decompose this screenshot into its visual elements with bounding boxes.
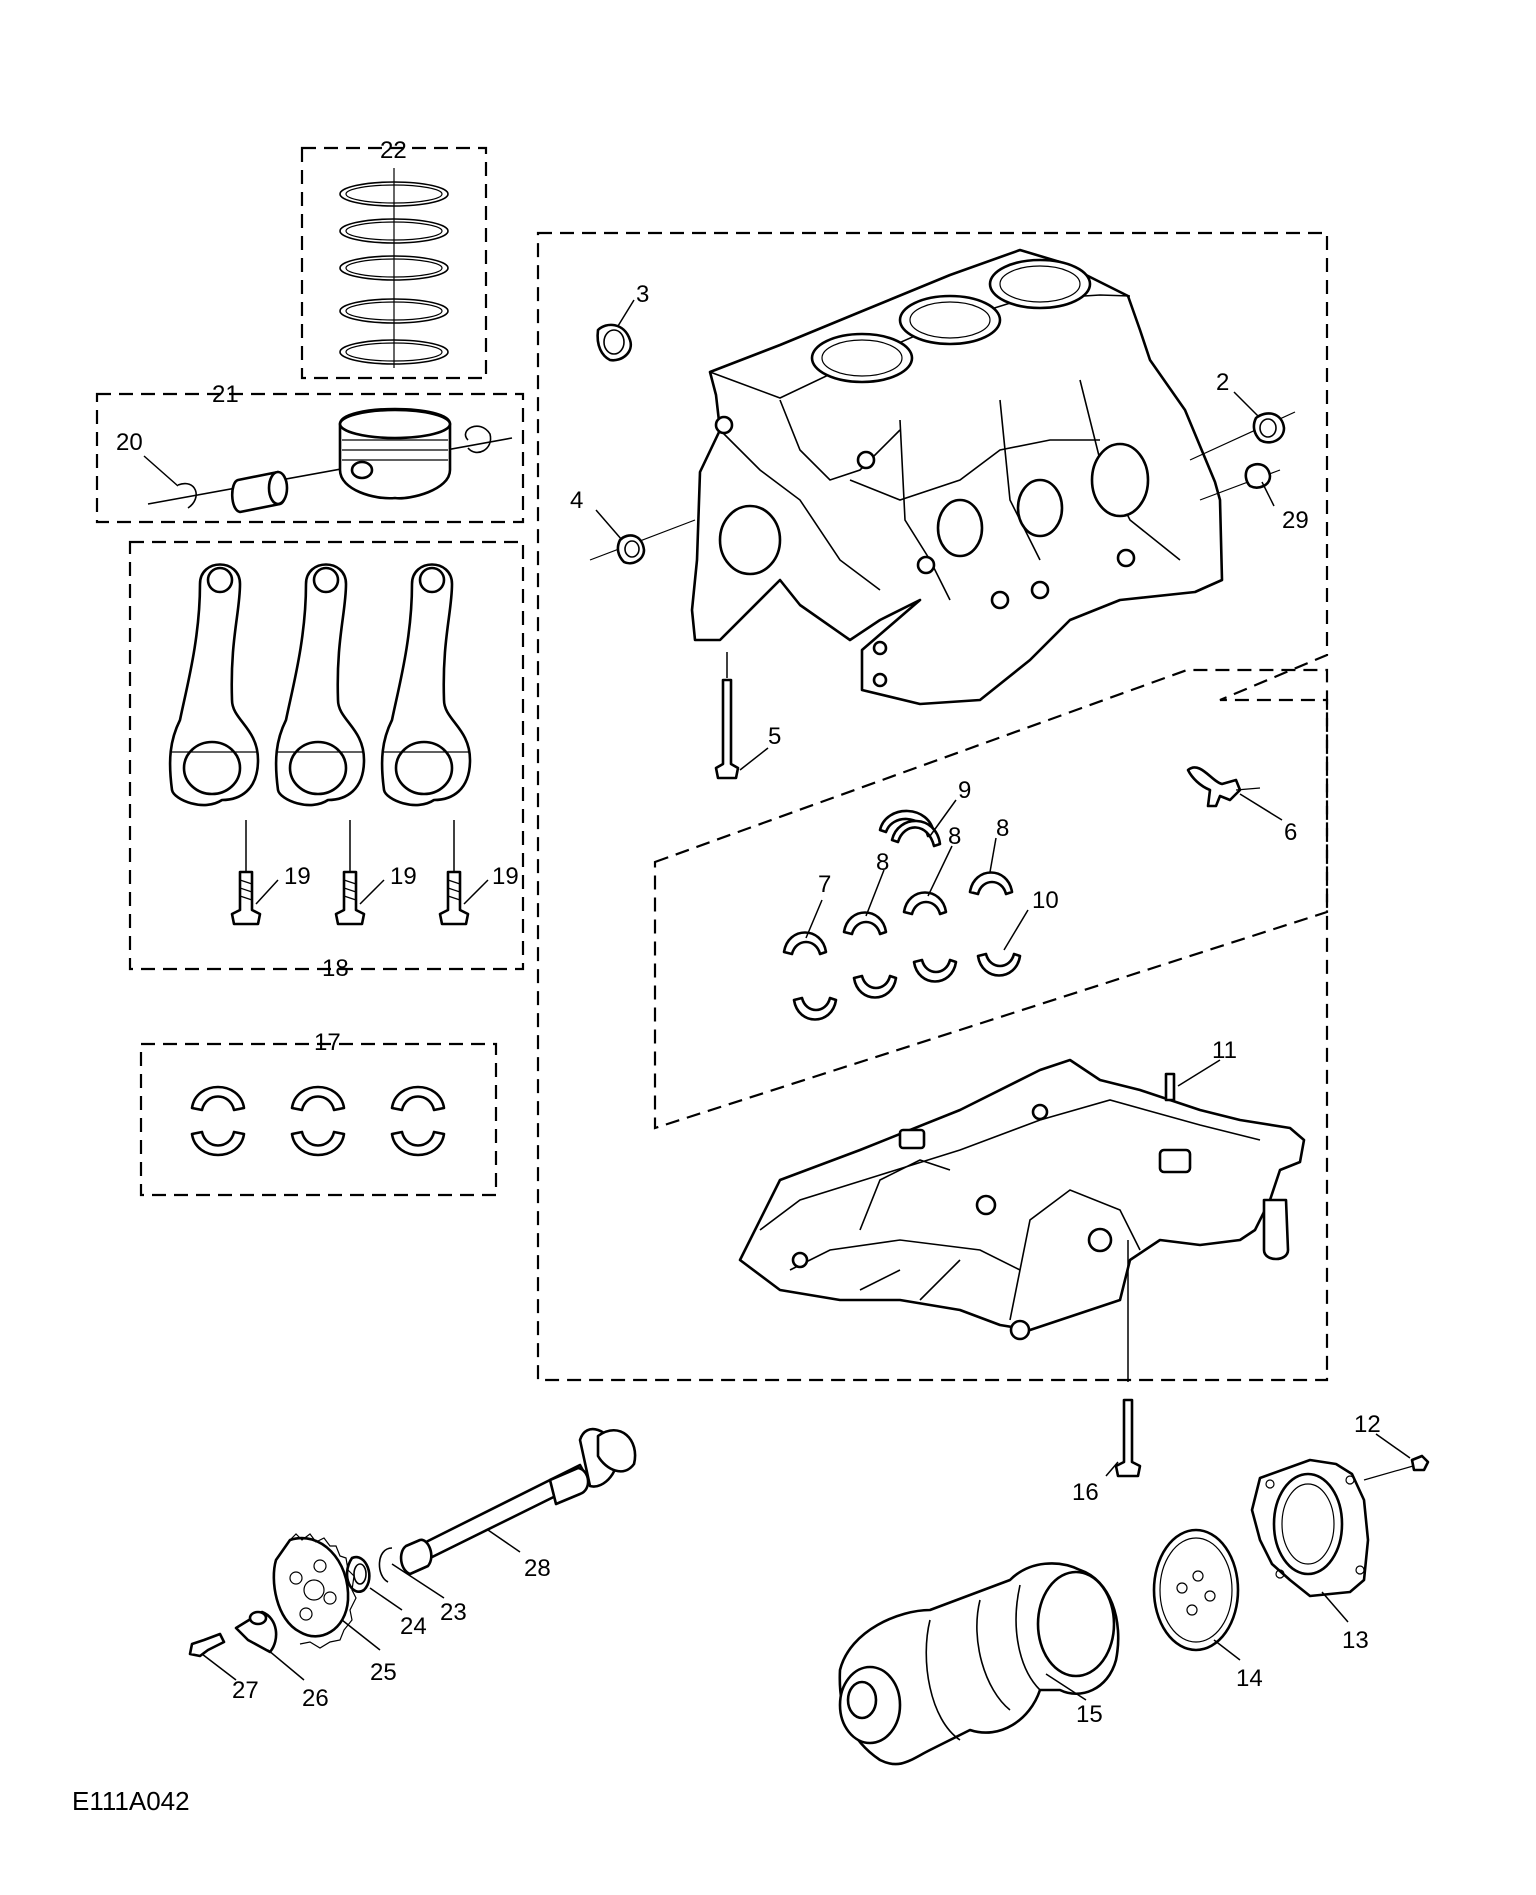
- callout-24: 24: [400, 1613, 427, 1640]
- piston-clip-left: [177, 482, 197, 509]
- rod-bearing-shells: [190, 1085, 446, 1157]
- crankshaft: [838, 1562, 1120, 1766]
- bolt-27: [188, 1632, 226, 1658]
- connecting-rod-1: [168, 563, 262, 926]
- gear-25: [272, 1536, 350, 1638]
- callout-11: 11: [1212, 1037, 1237, 1064]
- callout-19c: 19: [492, 863, 519, 890]
- callout-13: 13: [1342, 1627, 1369, 1654]
- main-bearings: [782, 809, 1022, 1021]
- figure-id: E111A042: [72, 1786, 190, 1816]
- callout-19b: 19: [390, 863, 417, 890]
- screw-12: [1410, 1454, 1430, 1472]
- bolt-5: [714, 678, 740, 780]
- callout-8c: 8: [996, 815, 1009, 842]
- callout-23: 23: [440, 1599, 467, 1626]
- callout-3: 3: [636, 281, 649, 308]
- callout-20: 20: [116, 429, 143, 456]
- callout-8a: 8: [876, 849, 889, 876]
- rod-bearings-group-box: [139, 1042, 498, 1197]
- callout-2: 2: [1216, 369, 1229, 396]
- connecting-rod-2: [274, 563, 366, 926]
- main-bearings-group-box: [653, 668, 1329, 1130]
- callout-8b: 8: [948, 823, 961, 850]
- callout-12: 12: [1354, 1411, 1381, 1438]
- callout-19a: 19: [284, 863, 311, 890]
- bolt-16: [1114, 1398, 1142, 1478]
- block-fittings: [589, 323, 1296, 808]
- leader-lines: [143, 299, 1411, 1701]
- piston-clip-right: [464, 425, 492, 454]
- oil-jet-6: [1186, 766, 1242, 808]
- callout-29: 29: [1282, 507, 1309, 534]
- reluctor-ring: [1152, 1528, 1240, 1652]
- dowel-11: [1164, 1072, 1176, 1102]
- connecting-rods: [168, 563, 472, 926]
- callout-21: 21: [212, 381, 239, 408]
- callout-16: 16: [1072, 1479, 1099, 1506]
- core-plug-2: [1252, 412, 1286, 444]
- callout-6: 6: [1284, 819, 1297, 846]
- callout-5: 5: [768, 723, 781, 750]
- callout-18: 18: [322, 955, 349, 982]
- callout-7: 7: [818, 871, 831, 898]
- callout-17: 17: [314, 1029, 341, 1056]
- rear-seal-carrier: [1250, 1454, 1430, 1598]
- snap-ring-23: [378, 1547, 393, 1583]
- piston-rings-group-box: [300, 146, 488, 380]
- callout-4: 4: [570, 487, 583, 514]
- ladder-frame: [738, 1058, 1306, 1478]
- callout-28: 28: [524, 1555, 551, 1582]
- callout-9: 9: [958, 777, 971, 804]
- balance-shaft-assembly: [188, 1427, 637, 1658]
- callout-10: 10: [1032, 887, 1059, 914]
- cylinder-block-group-box: [536, 231, 1329, 1382]
- cylinder-block: [690, 248, 1224, 706]
- core-plug-4: [616, 534, 646, 565]
- plug-29: [1244, 462, 1272, 489]
- callout-15: 15: [1076, 1701, 1103, 1728]
- callout-22: 22: [380, 137, 407, 164]
- callout-26: 26: [302, 1685, 329, 1712]
- connecting-rods-group-box: [128, 540, 525, 971]
- piston-rings: [339, 168, 449, 368]
- piston-assembly-group-box: [95, 392, 525, 524]
- callout-14: 14: [1236, 1665, 1263, 1692]
- piston-assembly: [147, 407, 513, 514]
- callout-25: 25: [370, 1659, 397, 1686]
- callout-27: 27: [232, 1677, 259, 1704]
- callout-labels: 2 3 4 5 6 7 8 8 8 9 10 11 12 13 14 15 16…: [116, 137, 1381, 1728]
- connecting-rod-3: [380, 563, 472, 926]
